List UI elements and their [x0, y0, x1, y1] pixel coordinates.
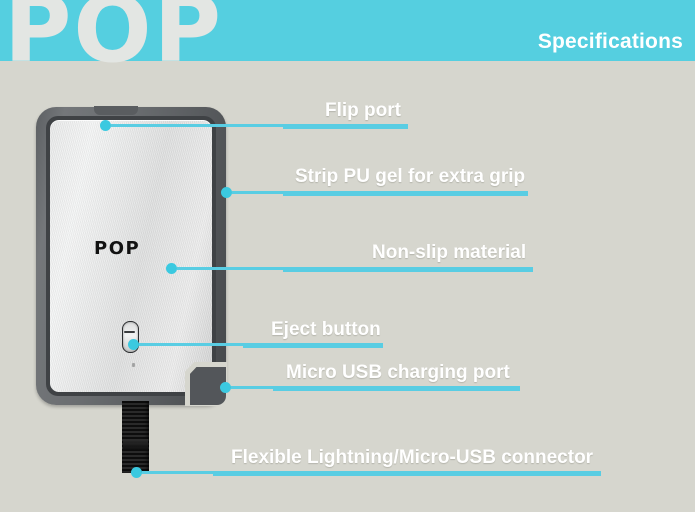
callout-label-micro-usb-charging-port: Micro USB charging port	[286, 362, 510, 383]
device-tiny-mark	[132, 363, 135, 367]
callout-line-flip-port	[111, 124, 408, 127]
callout-underline-strip-pu-gel	[283, 193, 528, 196]
callout-underline-eject-button	[243, 345, 383, 348]
callout-label-flexible-connector: Flexible Lightning/Micro-USB connector	[231, 447, 594, 468]
callout-label-flip-port: Flip port	[325, 100, 401, 121]
device-top-notch	[94, 106, 138, 115]
brand-logo: POP	[4, 0, 224, 83]
callout-line-micro-usb-charging-port	[231, 386, 520, 389]
connector-band	[123, 439, 148, 451]
page-title: Specifications	[537, 30, 683, 53]
callout-line-strip-pu-gel	[232, 191, 528, 194]
callout-dot-strip-pu-gel	[221, 187, 232, 198]
callout-line-flexible-connector	[142, 471, 601, 474]
callout-underline-flexible-connector	[213, 473, 601, 476]
callout-label-strip-pu-gel: Strip PU gel for extra grip	[295, 166, 526, 187]
callout-underline-flip-port	[283, 126, 408, 129]
callout-dot-flexible-connector	[131, 467, 142, 478]
device-brand-mark: POP	[94, 238, 141, 259]
callout-line-eject-button	[139, 343, 383, 346]
callout-underline-micro-usb-charging-port	[273, 388, 520, 391]
callout-line-non-slip-material	[177, 267, 533, 270]
callout-dot-eject-button	[128, 339, 139, 350]
callout-dot-micro-usb-charging-port	[220, 382, 231, 393]
callout-label-eject-button: Eject button	[271, 319, 381, 340]
callout-dot-non-slip-material	[166, 263, 177, 274]
header-banner: POP Specifications	[0, 0, 695, 76]
callout-underline-non-slip-material	[283, 269, 533, 272]
callout-label-non-slip-material: Non-slip material	[372, 242, 527, 263]
flexible-connector-part	[122, 401, 149, 473]
product-image: POP	[36, 106, 227, 473]
callout-dot-flip-port	[100, 120, 111, 131]
